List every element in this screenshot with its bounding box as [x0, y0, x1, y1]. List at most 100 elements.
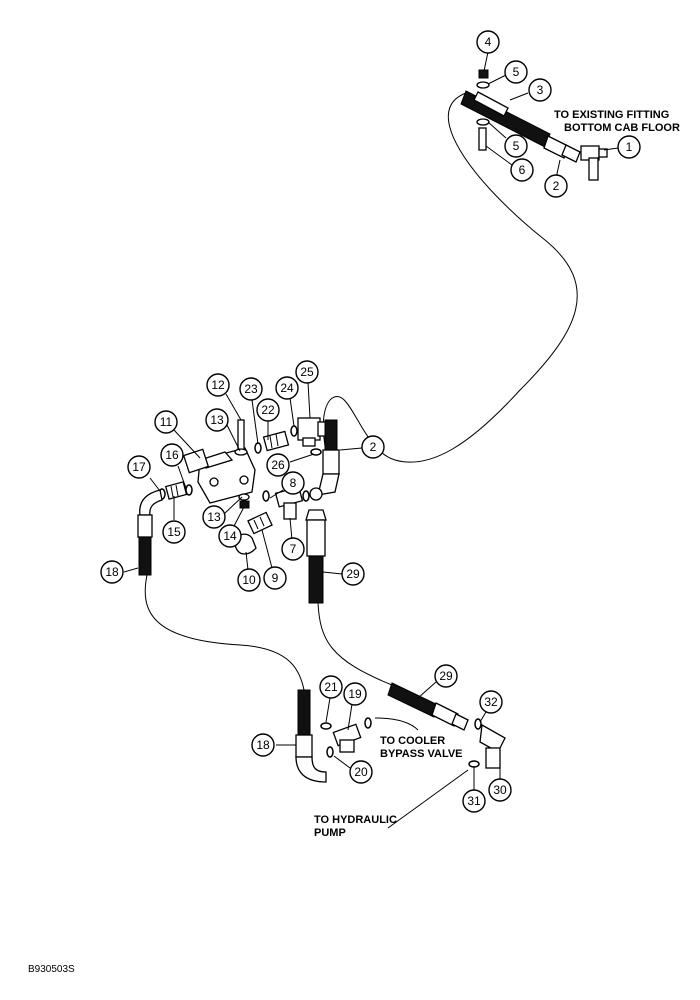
- callout-label: 4: [485, 35, 492, 49]
- callout-2a: 2: [544, 174, 568, 198]
- oring-23: [254, 442, 262, 454]
- oring-junction: [302, 490, 310, 502]
- oring-8: [262, 490, 270, 502]
- note-cooler-line2: BYPASS VALVE: [380, 748, 463, 760]
- valve-manifold-assembly: [137, 417, 340, 604]
- bolt-6: [478, 127, 487, 151]
- callout-label: 2: [370, 440, 377, 454]
- washer-13-bottom: [238, 493, 250, 501]
- cooler-arrow: [374, 717, 419, 731]
- callout-22: 22: [256, 398, 280, 422]
- bottom-hose-assembly: [295, 682, 506, 783]
- bolt-12: [237, 419, 245, 453]
- callout-label: 19: [348, 687, 362, 701]
- callout-25: 25: [295, 360, 319, 384]
- top-hose-assembly: [460, 69, 608, 181]
- callout-6: 6: [510, 158, 534, 182]
- callout-label: 15: [167, 525, 181, 539]
- note-existing-fitting-line2: BOTTOM CAB FLOOR: [564, 122, 680, 134]
- callout-15: 15: [162, 520, 186, 544]
- connector-19: [332, 723, 362, 753]
- callout-24: 24: [275, 376, 299, 400]
- callout-label: 10: [242, 573, 256, 587]
- hose-18-elbow-upper: [139, 489, 163, 516]
- callout-label: 5: [513, 65, 520, 79]
- note-existing-fitting-line1: TO EXISTING FITTING: [554, 109, 669, 121]
- callout-1: 1: [617, 135, 641, 159]
- valve-cartridge: [182, 448, 210, 474]
- hose-route-lower-left: [144, 574, 305, 691]
- callout-label: 12: [211, 378, 225, 392]
- callout-20: 20: [349, 760, 373, 784]
- hose-18-elbow-lower: [295, 756, 327, 783]
- callout-21: 21: [319, 675, 343, 699]
- oring-26: [310, 448, 322, 456]
- callout-26: 26: [266, 453, 290, 477]
- callout-label: 23: [244, 382, 258, 396]
- hose-2-lower-elbow: [317, 473, 340, 496]
- callout-label: 8: [290, 476, 297, 490]
- drawing-id: B930503S: [28, 964, 75, 975]
- note-pump-line2: PUMP: [314, 827, 346, 839]
- callout-label: 22: [261, 403, 275, 417]
- callout-label: 13: [210, 413, 224, 427]
- washer-13-top: [234, 448, 248, 456]
- oring-16: [185, 484, 193, 496]
- clamp-3: [473, 91, 509, 117]
- callout-5a: 5: [504, 60, 528, 84]
- callout-label: 13: [207, 510, 221, 524]
- oring-32: [474, 718, 482, 730]
- callout-label: 3: [537, 83, 544, 97]
- hose-route-upper: [322, 92, 578, 463]
- hose-29-nut-lower: [451, 713, 469, 731]
- callout-9: 9: [263, 566, 287, 590]
- callout-5b: 5: [504, 134, 528, 158]
- callout-label: 26: [271, 458, 285, 472]
- callout-label: 21: [324, 680, 338, 694]
- callout-label: 6: [519, 163, 526, 177]
- callout-8: 8: [281, 471, 305, 495]
- callout-30: 30: [488, 778, 512, 802]
- callout-label: 9: [272, 571, 279, 585]
- callout-label: 1: [626, 140, 633, 154]
- hose-route-lower-right: [317, 602, 393, 686]
- hose-18-ferrule-upper: [137, 514, 153, 538]
- hose-2-lower: [324, 419, 338, 451]
- callout-13b: 13: [202, 505, 226, 529]
- callout-11: 11: [154, 410, 178, 434]
- callout-label: 7: [290, 542, 297, 556]
- callout-label: 11: [160, 415, 173, 429]
- callout-label: 14: [223, 529, 237, 543]
- oring-20: [326, 746, 334, 758]
- callout-label: 5: [513, 139, 520, 153]
- hose-ferrule-top: [543, 135, 569, 159]
- callout-2b: 2: [361, 435, 385, 459]
- connector-15: [164, 481, 188, 500]
- callout-label: 17: [132, 460, 146, 474]
- fitting-9: [247, 511, 273, 535]
- oring-24: [290, 425, 298, 437]
- oring-19-side: [364, 717, 372, 729]
- callout-label: 29: [346, 567, 360, 581]
- nut-4: [478, 69, 489, 79]
- hose-2-lower-ferrule: [322, 449, 340, 475]
- callout-label: 31: [467, 794, 481, 808]
- callout-29a: 29: [341, 562, 365, 586]
- callout-label: 30: [493, 783, 507, 797]
- hose-18-lower: [297, 689, 311, 736]
- washer-5-top: [476, 81, 490, 89]
- washer-5-bottom: [476, 118, 490, 126]
- note-cooler-line1: TO COOLER: [380, 735, 445, 747]
- adapter-22: [262, 430, 290, 452]
- nut-14: [239, 500, 250, 509]
- callout-label: 18: [256, 738, 270, 752]
- callout-4: 4: [476, 30, 500, 54]
- callout-label: 20: [354, 765, 368, 779]
- hose-18-upper: [138, 536, 152, 576]
- callout-12: 12: [206, 373, 230, 397]
- note-pump-line1: TO HYDRAULIC: [314, 814, 397, 826]
- callout-14: 14: [218, 524, 242, 548]
- callout-label: 16: [165, 448, 179, 462]
- tee-fitting-25: [297, 417, 327, 447]
